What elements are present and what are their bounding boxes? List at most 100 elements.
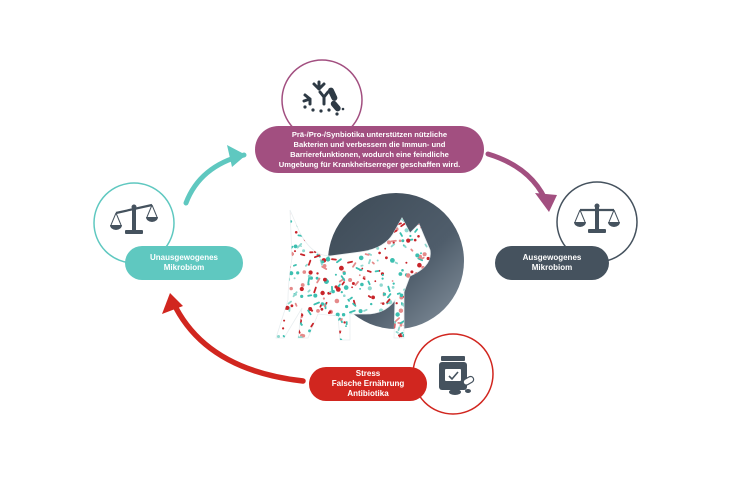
- microbe-dot: [368, 252, 372, 256]
- arrow-top-to-right: [485, 151, 557, 212]
- microbe-dot: [391, 280, 394, 282]
- microbe-dot: [355, 330, 359, 334]
- microbe-dot: [370, 302, 373, 306]
- microbe-dot: [401, 269, 404, 272]
- microbe-dot: [376, 246, 380, 250]
- microbe-dot: [300, 283, 305, 287]
- microbe-dot: [339, 204, 343, 208]
- microbe-dot: [399, 323, 403, 327]
- microbe-dot: [278, 239, 282, 243]
- microbe-dot: [387, 293, 392, 299]
- microbe-dot: [360, 282, 364, 287]
- microbe-dot: [279, 234, 282, 237]
- microbe-dot: [433, 320, 439, 324]
- microbe-dot: [376, 259, 379, 262]
- bottom-node-label: Stress Falsche Ernährung Antibiotika: [331, 369, 405, 398]
- microbe-dot: [319, 304, 322, 308]
- microbe-dot: [330, 319, 335, 324]
- microbe-dot: [282, 327, 285, 330]
- microbe-dot: [289, 271, 294, 276]
- microbe-dot: [276, 243, 279, 250]
- microbe-dot: [340, 275, 346, 281]
- microbe-dot: [339, 265, 344, 271]
- microbe-dot: [392, 282, 395, 285]
- microbe-dot: [361, 334, 367, 340]
- microbe-dot: [371, 261, 375, 265]
- microbe-dot: [355, 267, 362, 272]
- microbe-dot: [351, 286, 353, 289]
- arrow-left-to-top: [183, 145, 247, 206]
- microbe-dot: [273, 223, 275, 226]
- microbe-dot: [317, 227, 320, 234]
- microbe-dot: [374, 280, 377, 283]
- microbe-dot: [285, 241, 290, 247]
- microbe-dot: [432, 326, 434, 328]
- microbe-dot: [398, 343, 400, 345]
- microbe-dot: [294, 325, 296, 327]
- microbe-dot: [329, 317, 335, 323]
- microbe-dot: [277, 222, 280, 225]
- microbe-dot: [294, 325, 299, 330]
- microbe-dot: [395, 317, 401, 322]
- microbe-dot: [368, 259, 371, 265]
- microbe-dot: [339, 318, 343, 321]
- microbe-dot: [386, 298, 391, 304]
- microbe-dot: [378, 337, 382, 340]
- microbe-dot: [296, 243, 303, 249]
- microbe-dot: [421, 256, 425, 260]
- microbe-dot: [343, 321, 346, 324]
- microbe-dot: [322, 297, 325, 300]
- microbe-dot: [378, 251, 381, 255]
- medicine-jar-icon: [439, 356, 475, 395]
- microbe-dot: [283, 275, 288, 281]
- microbe-dot: [319, 314, 322, 317]
- microbe-dot: [333, 224, 336, 227]
- microbe-dot: [280, 224, 283, 230]
- microbe-dot: [414, 228, 419, 233]
- microbe-dot: [417, 235, 420, 238]
- microbe-dot: [404, 228, 409, 233]
- microbe-dot: [310, 322, 315, 328]
- microbe-dot: [280, 284, 285, 289]
- top-node-label: Prä-/Pro-/Synbiotika unterstützen nützli…: [278, 129, 461, 169]
- microbe-dot: [320, 212, 324, 216]
- microbe-dot: [284, 221, 286, 223]
- microbe-dot: [285, 277, 291, 282]
- microbe-dot: [269, 223, 273, 227]
- microbe-dot: [398, 272, 403, 276]
- microbe-dot: [348, 278, 353, 282]
- microbe-dot: [385, 256, 388, 260]
- microbe-dot: [307, 289, 311, 293]
- microbe-dot: [316, 317, 323, 322]
- microbe-dot: [425, 337, 429, 340]
- microbe-dot: [323, 277, 327, 282]
- microbe-dot: [424, 243, 428, 248]
- microbe-dot: [380, 302, 383, 305]
- microbe-dot: [387, 240, 391, 245]
- microbe-dot: [383, 335, 387, 339]
- microbe-dot: [272, 226, 274, 229]
- microbe-dot: [276, 283, 280, 288]
- microbe-dot: [347, 298, 350, 302]
- microbe-dot: [276, 210, 280, 217]
- microbe-dot: [271, 315, 275, 319]
- microbe-dot: [405, 273, 411, 278]
- microbe-dot: [276, 278, 278, 282]
- microbe-dot: [316, 215, 323, 219]
- balanced-scale-icon: [574, 203, 620, 233]
- microbe-dot: [395, 331, 399, 334]
- microbe-dot: [373, 334, 379, 338]
- microbe-dot: [295, 338, 298, 340]
- microbe-dot: [343, 294, 346, 298]
- microbe-dot: [321, 210, 327, 216]
- microbe-dot: [276, 228, 279, 232]
- microbe-dot: [381, 302, 385, 305]
- microbe-dot: [271, 205, 275, 209]
- microbe-dot: [300, 294, 304, 298]
- microbe-dot: [390, 239, 397, 243]
- microbe-dot: [316, 277, 321, 284]
- microbe-dot: [269, 283, 272, 290]
- microbe-dot: [343, 285, 349, 290]
- microbe-dot: [361, 267, 364, 270]
- microbe-dot: [334, 273, 337, 276]
